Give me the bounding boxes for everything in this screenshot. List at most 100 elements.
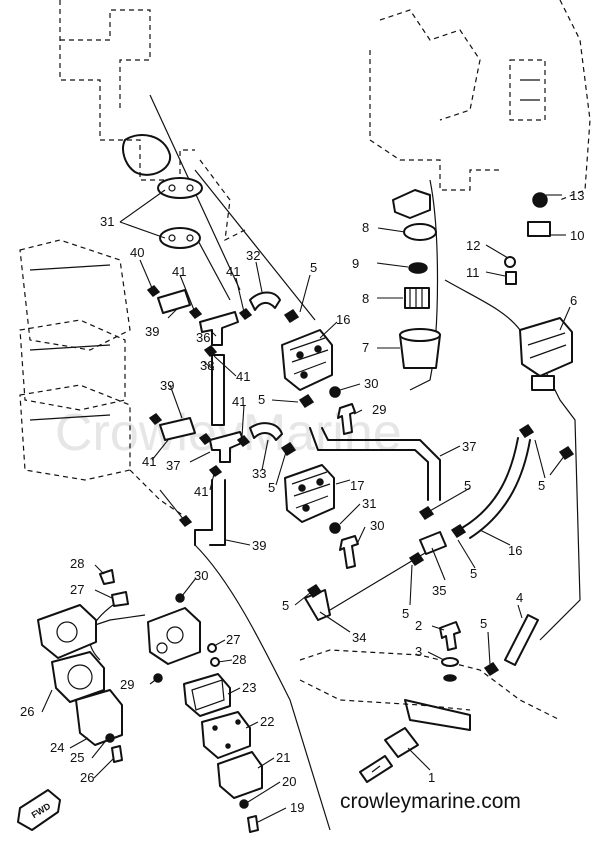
- fwd-arrow-icon: FWD: [17, 789, 61, 831]
- fuel-connector-1: [359, 727, 419, 783]
- pump-bolt-30: [337, 403, 359, 569]
- callout-12: 11: [466, 265, 480, 280]
- screw-26-27-right: [207, 643, 220, 667]
- callout-5-joint: 5: [470, 566, 477, 581]
- callout-27-right: 28: [232, 652, 246, 667]
- callout-25: 26: [20, 704, 34, 719]
- callout-41-d: 41: [236, 369, 250, 384]
- bolt-12: [505, 271, 517, 285]
- callout-40: 39: [252, 538, 266, 553]
- diaphragm-20: [201, 711, 251, 759]
- callout-14: 13: [570, 188, 584, 203]
- pump-gasket-31: [329, 386, 341, 534]
- callout-26-left: 27: [70, 582, 84, 597]
- callout-32: 34: [352, 630, 366, 645]
- callout-24: 26: [80, 770, 94, 785]
- callout-30-upper: 29: [372, 402, 386, 417]
- callout-29: 31: [100, 214, 114, 229]
- check-valve-26: [111, 591, 129, 607]
- screw-23-24: [105, 733, 123, 763]
- callout-leaders: [41, 189, 571, 823]
- callout-41-a: 40: [130, 245, 144, 260]
- fuel-pump-16-lower: [284, 464, 335, 523]
- callout-7: 7: [362, 340, 369, 355]
- filter-cover-8: [392, 189, 437, 241]
- fuel-pump-16-upper: [281, 329, 333, 391]
- callout-41-c: 41: [226, 264, 240, 279]
- callout-5-mid: 5: [258, 392, 265, 407]
- callout-31-lower: 31: [362, 496, 376, 511]
- pump-cover-19: [217, 751, 263, 799]
- callout-31-upper: 30: [364, 376, 378, 391]
- callout-33: 35: [432, 583, 446, 598]
- footer-url: crowleymarine.com: [340, 790, 521, 813]
- callout-19: 21: [276, 750, 290, 765]
- callout-27-left: 28: [70, 556, 84, 571]
- callout-41-e: 41: [232, 394, 246, 409]
- callout-37: 37: [166, 458, 180, 473]
- filter-element-9: [404, 287, 430, 309]
- fuel-tee-36: [199, 311, 239, 346]
- callout-41-f: 41: [142, 454, 156, 469]
- callout-10: 9: [352, 256, 359, 271]
- callout-23: 25: [70, 750, 84, 765]
- callout-4: 4: [516, 590, 523, 605]
- fitting-2: [439, 621, 461, 651]
- callout-11: 10: [570, 228, 584, 243]
- callout-5-fit: 5: [480, 616, 487, 631]
- callout-20: 22: [260, 714, 274, 729]
- callout-2: 2: [415, 618, 422, 633]
- callout-15: 16: [508, 543, 522, 558]
- callout-28-right: 30: [194, 568, 208, 583]
- callout-39-upper: 39: [145, 324, 159, 339]
- callout-30-lower: 30: [370, 518, 384, 533]
- fuel-hose-34: [249, 291, 283, 441]
- callout-8: 8: [362, 220, 369, 235]
- callout-41-g: 41: [194, 484, 208, 499]
- callout-3: 3: [415, 644, 422, 659]
- pump-body-exploded: [147, 607, 201, 665]
- joint-33: [419, 531, 447, 555]
- gasket-29: [157, 177, 203, 249]
- callout-22: 24: [50, 740, 64, 755]
- callout-5-left-lower: 5: [282, 598, 289, 613]
- callout-5-hose: 5: [464, 478, 471, 493]
- callout-5-top: 5: [310, 260, 317, 275]
- fuel-hose-39: [157, 289, 196, 441]
- fuel-hose-40: [194, 479, 226, 546]
- callout-16-lower: 17: [350, 478, 364, 493]
- lower-cowl-outline: [299, 649, 561, 731]
- pump-cover-22: [75, 689, 123, 746]
- callout-17: 19: [290, 800, 304, 815]
- fuel-hose-38: [211, 354, 225, 426]
- callout-34-lower: 33: [252, 466, 266, 481]
- fuel-hose-15: [461, 437, 531, 539]
- hose-clamp-5: [280, 308, 575, 677]
- callout-36: 36: [196, 330, 210, 345]
- callout-41-b: 41: [172, 264, 186, 279]
- callout-numbers: 13 10 12 11 6 8 9 8 7 5 16 30 29 5 37 17…: [20, 188, 584, 815]
- nut-13: [504, 256, 516, 268]
- callout-34-upper: 32: [246, 248, 260, 263]
- diaphragm-plate: [51, 651, 105, 703]
- callout-5-pump: 5: [268, 480, 275, 495]
- callout-39-lower: 39: [160, 378, 174, 393]
- powerhead-outline: [369, 0, 591, 201]
- callout-5-lower: 5: [402, 606, 409, 621]
- callout-16-upper: 16: [336, 312, 350, 327]
- gasket-21: [183, 673, 231, 717]
- screw-17: [247, 815, 259, 833]
- fuel-hose-4: [504, 614, 539, 666]
- callout-9: 8: [362, 291, 369, 306]
- fuel-hose-35: [309, 427, 441, 501]
- bracket-11: [527, 221, 551, 237]
- filter-cup-7: [399, 328, 441, 369]
- callout-26-right: 27: [226, 632, 240, 647]
- filter-oring-10: [408, 262, 428, 274]
- callout-28-left: 29: [120, 677, 134, 692]
- pump-body-25: [37, 604, 97, 659]
- fuel-tee-37: [209, 431, 245, 463]
- washer-14: [532, 192, 548, 208]
- callout-1: 1: [428, 770, 435, 785]
